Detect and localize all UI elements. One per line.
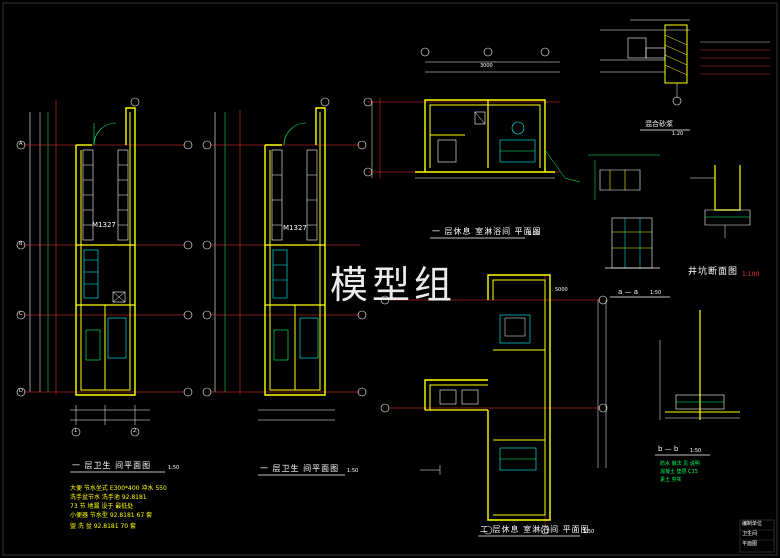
note-5: 盥 洗 盆 92.8181 70 套: [70, 523, 136, 530]
note-3: 73 节 地漏 设于 最低处: [70, 503, 134, 510]
plan-3-linework: [363, 47, 581, 239]
dim-label-plan1: M1327: [92, 221, 116, 229]
plan4-title: 二 层休息 室淋浴间 平面图: [480, 525, 590, 534]
dim-label-plan3: 3000: [480, 63, 493, 69]
grid-bubble-c: C: [19, 311, 23, 317]
sections-linework: [588, 154, 775, 553]
plan3-scale: 1:50: [528, 231, 540, 237]
aa-scale: 1:50: [650, 290, 662, 296]
right-note-1: 防水 做法 见 说明: [660, 461, 700, 467]
grid-bubble-2: 2: [133, 428, 137, 434]
pit-scale: 1:100: [742, 271, 760, 278]
plan2-scale: 1:50: [347, 468, 359, 474]
note-4: 小便器 节水型 92.8181 67 套: [70, 512, 153, 519]
plan1-title: 一 层卫生 间平面图: [72, 461, 152, 470]
aa-title: a — a: [618, 288, 639, 296]
corner-block-line-2: 卫生间: [742, 531, 758, 537]
dim-label-plan2: M1327: [283, 224, 307, 232]
grid-bubble-d: D: [19, 388, 23, 394]
plan-2-linework: [202, 97, 367, 476]
grid-bubble-a: A: [19, 141, 23, 147]
plan3-title: 一 层休息 室淋浴间 平面图: [432, 227, 542, 236]
plan-1-linework: [16, 97, 193, 473]
detail-scale: 1:20: [672, 131, 684, 137]
detail-linework: [600, 19, 770, 131]
plan4-scale: 1:50: [583, 529, 595, 535]
watermark-text: 模型组: [330, 263, 457, 307]
grid-bubble-1: 1: [74, 428, 78, 434]
plan1-scale: 1:50: [168, 465, 180, 471]
dim-label-plan4: 5000: [555, 287, 568, 293]
note-2: 洗手盆节水 洗手池 92.8181: [70, 494, 147, 501]
note-1: 大便 节水坐式 E300*400 冲水 550: [70, 485, 167, 492]
detail-title: 混合砂浆: [645, 120, 673, 128]
corner-block-line-1: 编制单位: [742, 521, 763, 527]
plan-4-linework: [380, 274, 608, 537]
bb-title: b — b: [658, 445, 679, 453]
plan2-title: 一 层卫生 间平面图: [260, 464, 340, 473]
pit-title: 井坑断面图: [688, 267, 739, 277]
right-note-2: 混凝土 垫层 C15: [660, 469, 699, 475]
corner-block-line-3: 平面图: [742, 541, 758, 547]
grid-bubble-b: B: [19, 241, 23, 247]
bb-scale: 1:50: [690, 448, 702, 454]
right-note-3: 素土 夯实: [660, 477, 682, 483]
